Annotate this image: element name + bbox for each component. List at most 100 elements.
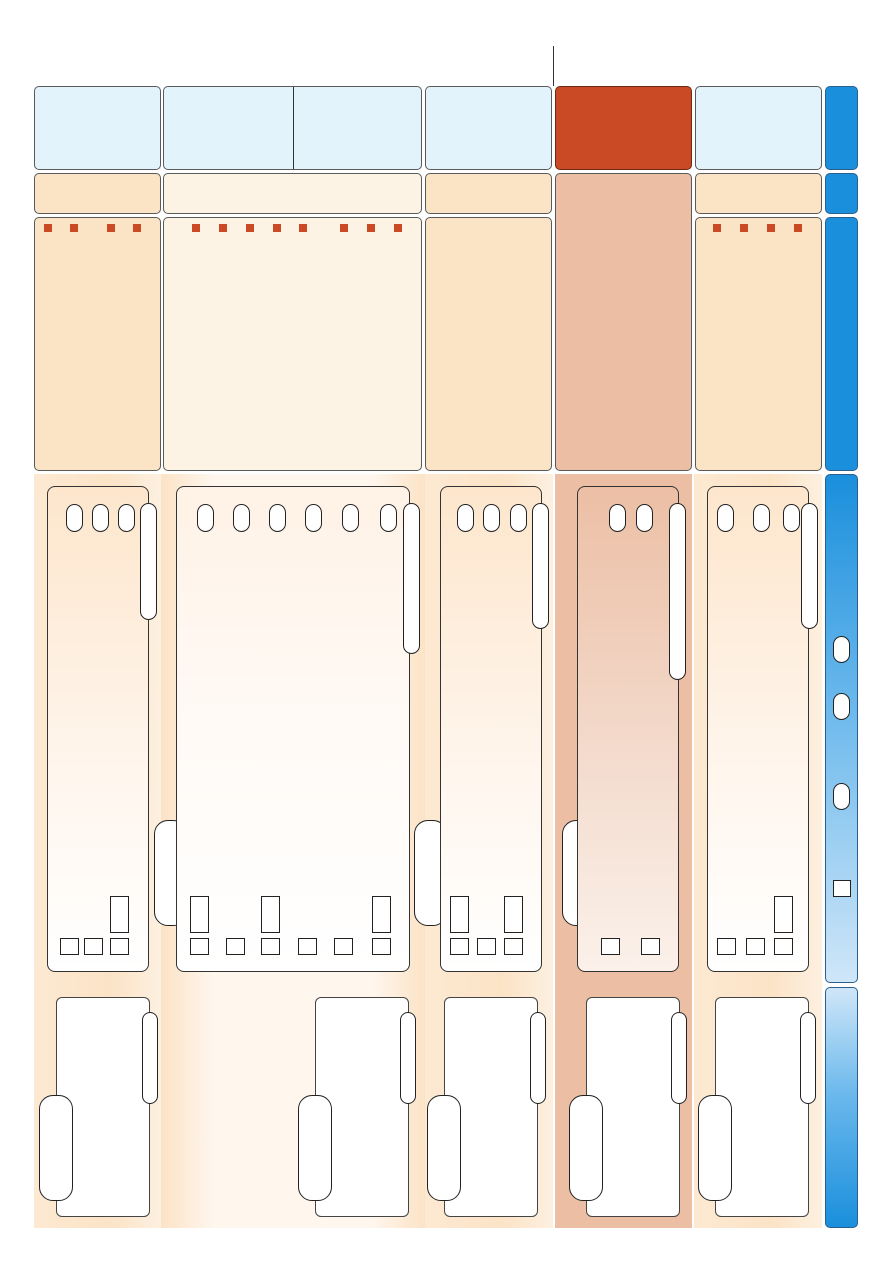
marker-icon xyxy=(70,224,78,232)
indicator-oval xyxy=(197,504,214,532)
cabinet-4-lower-handle[interactable] xyxy=(569,1095,603,1201)
square xyxy=(746,938,765,955)
marker-icon xyxy=(133,224,141,232)
side-header-cap xyxy=(825,86,858,170)
square xyxy=(641,938,660,955)
square xyxy=(717,938,736,955)
indicator-oval xyxy=(118,504,135,532)
cabinet-3-side-handle[interactable] xyxy=(530,1012,546,1104)
square xyxy=(226,938,245,955)
side-square[interactable] xyxy=(833,880,851,897)
marker-icon xyxy=(44,224,52,232)
shaft-1 xyxy=(47,486,149,972)
shaft-2 xyxy=(176,486,410,972)
square xyxy=(110,938,129,955)
column-label-3 xyxy=(425,173,552,214)
square xyxy=(190,938,209,955)
cabinet-1-lower-handle[interactable] xyxy=(39,1095,73,1201)
indicator-oval xyxy=(510,504,527,532)
marker-icon xyxy=(192,224,200,232)
tall-square xyxy=(504,896,523,933)
column-header-5[interactable] xyxy=(695,86,822,170)
tall-square xyxy=(774,896,793,933)
marker-icon xyxy=(340,224,348,232)
cabinet-5-lower-handle[interactable] xyxy=(698,1095,732,1201)
side-bar-lower xyxy=(825,987,858,1228)
cabinet-2-side-handle[interactable] xyxy=(400,1012,416,1104)
column-label-4-active xyxy=(555,173,692,471)
square xyxy=(477,938,496,955)
side-label-cap xyxy=(825,173,858,214)
indicator-oval xyxy=(636,504,653,532)
shaft-3-side-handle[interactable] xyxy=(532,503,549,629)
pointer-line xyxy=(553,46,554,86)
marker-icon xyxy=(740,224,748,232)
marker-icon xyxy=(107,224,115,232)
shaft-5-side-handle[interactable] xyxy=(801,503,818,629)
marker-icon xyxy=(394,224,402,232)
indicator-oval xyxy=(483,504,500,532)
column-body-5 xyxy=(695,217,822,471)
indicator-oval xyxy=(92,504,109,532)
marker-icon xyxy=(273,224,281,232)
square xyxy=(601,938,620,955)
square xyxy=(334,938,353,955)
square xyxy=(450,938,469,955)
indicator-oval xyxy=(380,504,397,532)
marker-icon xyxy=(794,224,802,232)
side-oval[interactable] xyxy=(833,636,850,663)
tall-square xyxy=(261,896,280,933)
column-label-2 xyxy=(163,173,422,214)
column-header-1[interactable] xyxy=(34,86,161,170)
shaft-4-side-handle[interactable] xyxy=(669,503,686,680)
indicator-oval xyxy=(305,504,322,532)
tall-square xyxy=(190,896,209,933)
side-body-cap xyxy=(825,217,858,471)
square xyxy=(504,938,523,955)
indicator-oval xyxy=(269,504,286,532)
column-header-2[interactable] xyxy=(163,86,422,170)
column-body-2 xyxy=(163,217,422,471)
column-header-4-active[interactable] xyxy=(555,86,692,170)
indicator-oval xyxy=(233,504,250,532)
square xyxy=(60,938,79,955)
square xyxy=(774,938,793,955)
indicator-oval xyxy=(609,504,626,532)
shaft-2-side-handle[interactable] xyxy=(403,503,420,654)
square xyxy=(372,938,391,955)
shaft-5 xyxy=(707,486,809,972)
column-body-1 xyxy=(34,217,161,471)
tall-square xyxy=(110,896,129,933)
cabinet-1-side-handle[interactable] xyxy=(142,1012,158,1104)
tall-square xyxy=(450,896,469,933)
square xyxy=(261,938,280,955)
marker-icon xyxy=(367,224,375,232)
shaft-4-active xyxy=(577,486,679,972)
shaft-1-side-handle[interactable] xyxy=(140,503,157,620)
tall-square xyxy=(372,896,391,933)
indicator-oval xyxy=(342,504,359,532)
shaft-3 xyxy=(440,486,542,972)
cabinet-3-lower-handle[interactable] xyxy=(427,1095,461,1201)
column-body-3 xyxy=(425,217,552,471)
marker-icon xyxy=(246,224,254,232)
column-header-3[interactable] xyxy=(425,86,552,170)
side-bar-upper xyxy=(825,474,858,983)
cabinet-5-side-handle[interactable] xyxy=(800,1012,816,1104)
column-header-2-divider xyxy=(293,87,294,169)
marker-icon xyxy=(713,224,721,232)
indicator-oval xyxy=(783,504,800,532)
indicator-oval xyxy=(717,504,734,532)
column-label-1 xyxy=(34,173,161,214)
cabinet-2-lower-handle[interactable] xyxy=(298,1095,332,1201)
side-oval[interactable] xyxy=(833,783,850,810)
square xyxy=(84,938,103,955)
side-oval[interactable] xyxy=(833,693,850,720)
indicator-oval xyxy=(457,504,474,532)
marker-icon xyxy=(767,224,775,232)
indicator-oval xyxy=(753,504,770,532)
cabinet-4-side-handle[interactable] xyxy=(671,1012,687,1104)
marker-icon xyxy=(219,224,227,232)
column-label-5 xyxy=(695,173,822,214)
square xyxy=(298,938,317,955)
